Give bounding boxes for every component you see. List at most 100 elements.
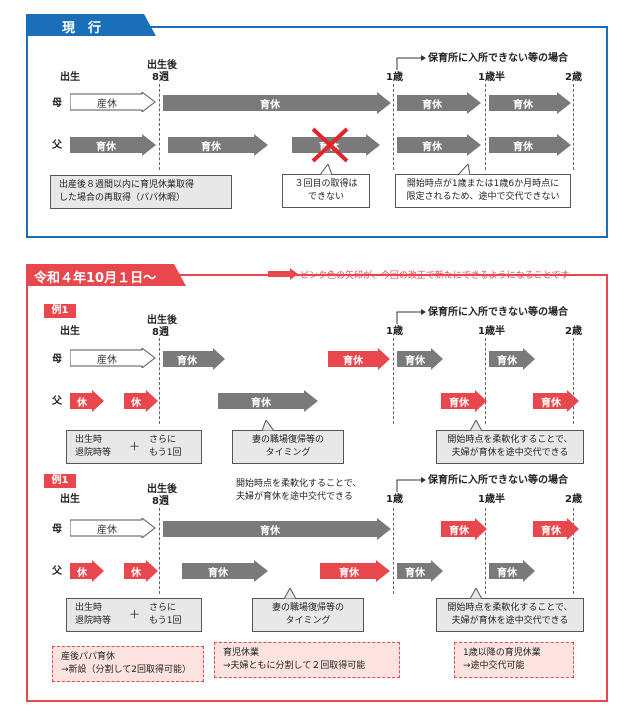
legend-arrow-icon <box>268 268 298 280</box>
arrow-father-leave-1-5y: 育休 <box>489 134 571 156</box>
ex1-milestone-2y: 2歳 <box>565 326 582 337</box>
arrow-mother-leave-1y: 育休 <box>397 92 481 114</box>
ex1-milestone-1y: 1歳 <box>386 326 403 337</box>
milestone-8w-line2: 8週 <box>152 72 169 83</box>
ex2-top-note-1: 開始時点を柔軟化することで、 <box>236 479 362 489</box>
ex2-nursery-note: 保育所に入所できない等の場合 <box>428 475 568 486</box>
ex2-milestone-1-5y: 1歳半 <box>478 494 505 505</box>
ex1-milestone-birth: 出生 <box>60 326 80 337</box>
reform-panel <box>26 274 608 702</box>
reform-tab-label: 令和４年10月１日〜 <box>34 271 157 286</box>
callout-tail <box>470 588 482 599</box>
ex2-note-flexible-start: 開始時点を柔軟化することで、 夫婦が育休を途中交代できる <box>436 598 584 632</box>
ex1-note-flexible-start: 開始時点を柔軟化することで、 夫婦が育休を途中交代できる <box>436 430 584 464</box>
ex1-arrow-mother-maternity: 産休 <box>70 348 156 368</box>
ex1-arrow-mother-leave-1-5y: 育休 <box>489 348 535 370</box>
ex2-milestone-8w-line2: 8週 <box>152 496 169 507</box>
arrow-mother-maternity: 産休 <box>70 92 156 112</box>
ex2-arrow-father-short-2: 休 <box>124 560 158 582</box>
cross-icon <box>311 127 349 163</box>
ex1-row-mother: 母 <box>52 354 62 365</box>
ex2-milestone-2y: 2歳 <box>565 494 582 505</box>
milestone-birth: 出生 <box>60 72 80 83</box>
ex1-note-birth-twice: 出生時 退院時等 ＋ さらに もう1回 <box>66 430 202 464</box>
arrow-father-leave-2: 育休 <box>168 134 268 156</box>
ex1-row-father: 父 <box>52 396 62 407</box>
ex1-line-1y <box>393 338 394 424</box>
arrow-father-leave-1y: 育休 <box>397 134 481 156</box>
ex2-row-mother: 母 <box>52 524 62 535</box>
callout-tail <box>458 164 470 175</box>
ex1-arrow-mother-leave-pink: 育休 <box>328 348 390 370</box>
bottom-note-papa-leave: 産後パパ育休 →新設（分割して2回取得可能） <box>52 646 204 682</box>
ex2-line-8w <box>159 508 160 594</box>
ex2-note-return-timing: 妻の職場復帰等の タイミング <box>252 598 364 632</box>
example1-badge: 例1 <box>44 304 76 318</box>
row-father: 父 <box>52 140 62 151</box>
ex2-line-1-5y <box>485 508 486 594</box>
ex1-note-return-timing: 妻の職場復帰等の タイミング <box>232 430 344 464</box>
ex1-arrow-father-leave-pink-1-5y: 育休 <box>533 390 579 412</box>
row-mother: 母 <box>52 98 62 109</box>
ex2-top-note-2: 夫婦が育休を途中交代できる <box>236 492 353 502</box>
example2-badge: 例1 <box>44 474 76 488</box>
milestone-1y: 1歳 <box>386 72 403 83</box>
reform-tab: 令和４年10月１日〜 <box>26 264 186 286</box>
ex1-arrow-father-short-1: 休 <box>70 390 104 412</box>
ex2-arrow-mother-leave-pink-1-5y: 育休 <box>533 518 579 540</box>
ex1-milestone-8w-line2: 8週 <box>152 327 169 338</box>
current-panel <box>26 26 608 238</box>
ex2-arrow-mother-leave-pink-1y: 育休 <box>441 518 487 540</box>
ex1-milestone-1-5y: 1歳半 <box>478 326 505 337</box>
callout-tail <box>470 420 482 431</box>
ex2-note-birth-twice: 出生時 退院時等 ＋ さらに もう1回 <box>66 598 202 632</box>
nursery-bracket-icon <box>396 309 426 324</box>
arrow-mother-leave-1-5y: 育休 <box>489 92 571 114</box>
ex1-arrow-father-leave: 育休 <box>218 390 318 412</box>
bottom-note-after-1y: 1歳以降の育児休業 →途中交代可能 <box>454 642 574 678</box>
nursery-bracket-icon <box>396 477 426 492</box>
ex2-arrow-father-leave-1-5y: 育休 <box>489 560 535 582</box>
callout-tail <box>262 420 274 431</box>
milestone-8w-line1: 出生後 <box>147 60 177 71</box>
line-2y <box>573 84 574 170</box>
legend-text: ピンク色の矢印が、今回の改正で新たにできるようになることです <box>300 271 570 281</box>
ex1-arrow-father-leave-pink-1y: 育休 <box>441 390 487 412</box>
ex2-milestone-birth: 出生 <box>60 494 80 505</box>
ex1-line-8w <box>159 338 160 424</box>
ex2-row-father: 父 <box>52 566 62 577</box>
milestone-2y: 2歳 <box>565 72 582 83</box>
ex1-milestone-8w-line1: 出生後 <box>147 315 177 326</box>
callout-tail <box>284 588 296 599</box>
arrow-mother-leave: 育休 <box>163 92 391 114</box>
note-fixed-start: 開始時点が1歳または1歳6か月時点に 限定されるため、途中で交代できない <box>395 174 571 208</box>
line-1y <box>393 84 394 170</box>
ex2-arrow-father-leave: 育休 <box>182 560 268 582</box>
ex1-line-2y <box>573 338 574 424</box>
ex2-line-2y <box>573 508 574 594</box>
ex2-arrow-father-short-1: 休 <box>70 560 104 582</box>
ex1-nursery-note: 保育所に入所できない等の場合 <box>428 307 568 318</box>
ex2-arrow-mother-maternity: 産休 <box>70 518 156 538</box>
callout-tail <box>320 164 332 175</box>
arrow-father-leave-1: 育休 <box>70 134 156 156</box>
milestone-1-5y: 1歳半 <box>478 72 505 83</box>
bottom-note-childcare-split: 育児休業 →夫婦ともに分割して２回取得可能 <box>214 642 400 678</box>
ex2-milestone-1y: 1歳 <box>386 494 403 505</box>
line-8w <box>159 84 160 170</box>
nursery-bracket-icon <box>396 55 426 70</box>
ex2-arrow-father-leave-pink: 育休 <box>320 560 390 582</box>
ex2-arrow-father-leave-1y: 育休 <box>397 560 443 582</box>
ex2-line-1y <box>393 508 394 594</box>
ex1-arrow-father-short-2: 休 <box>124 390 158 412</box>
ex1-line-1-5y <box>485 338 486 424</box>
ex1-arrow-mother-leave-1y: 育休 <box>397 348 443 370</box>
nursery-note: 保育所に入所できない等の場合 <box>428 53 568 64</box>
ex2-arrow-mother-leave: 育休 <box>163 518 391 540</box>
current-tab-label: 現 行 <box>62 21 102 36</box>
ex2-milestone-8w-line1: 出生後 <box>147 484 177 495</box>
line-1-5y <box>485 84 486 170</box>
ex1-arrow-mother-leave: 育休 <box>163 348 225 370</box>
current-tab: 現 行 <box>26 14 156 36</box>
note-papa-leave: 出産後８週間以内に育児休業取得 した場合の再取得（パパ休暇） <box>50 175 232 209</box>
